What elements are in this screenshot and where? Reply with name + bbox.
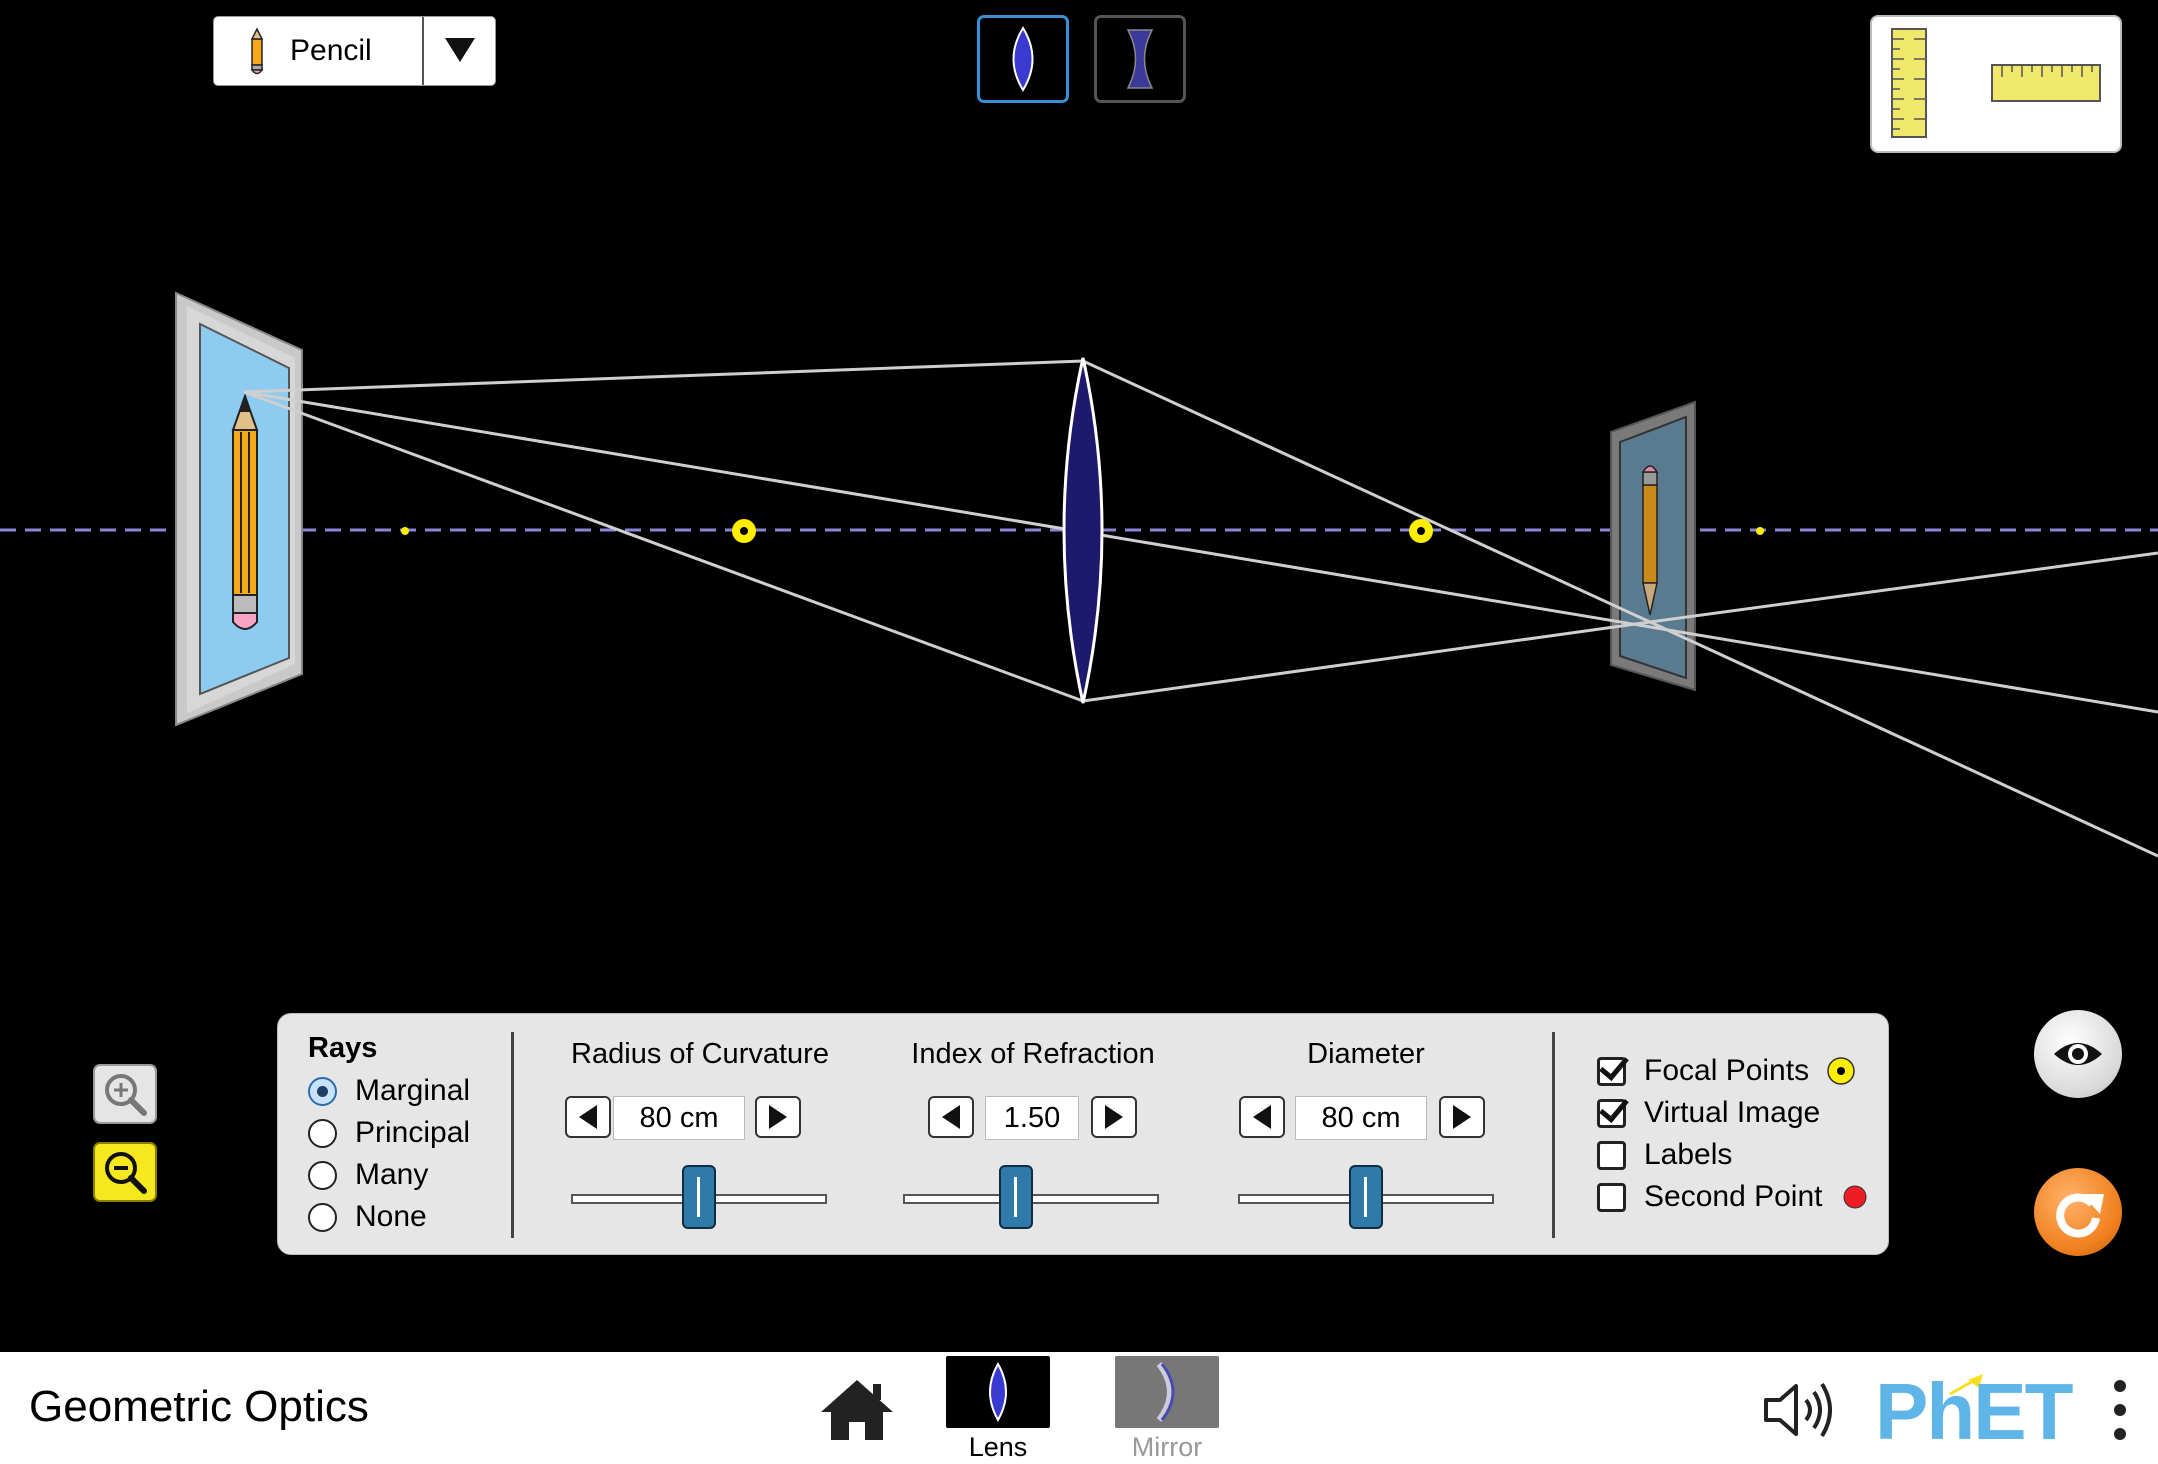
focal-points-toggle[interactable]: Focal Points [1597, 1054, 1857, 1088]
ray-option-marginal[interactable]: Marginal [308, 1074, 470, 1108]
tab-mirror[interactable] [1115, 1356, 1219, 1428]
right-arrow-icon [1105, 1105, 1123, 1129]
checkbox[interactable] [1597, 1098, 1626, 1128]
tab-lens[interactable] [946, 1356, 1050, 1428]
checkbox[interactable] [1597, 1140, 1626, 1170]
radius-value: 80 cm [613, 1096, 745, 1140]
eye-icon [2054, 1043, 2102, 1065]
brand-text: PhET [1875, 1367, 2073, 1456]
radius-control: Radius of Curvature 80 cm [555, 1014, 845, 1256]
check-label: Virtual Image [1644, 1096, 1821, 1129]
check-label: Focal Points [1644, 1054, 1810, 1087]
object-selector-label: Pencil [290, 34, 372, 67]
diameter-slider-thumb[interactable] [1349, 1165, 1383, 1229]
radio-button[interactable] [308, 1076, 337, 1106]
second-point-icon [1843, 1185, 1867, 1209]
diameter-control: Diameter 80 cm [1221, 1014, 1511, 1256]
radio-button[interactable] [308, 1160, 337, 1190]
optics-stage[interactable] [0, 0, 2158, 1352]
divider [1552, 1032, 1555, 1238]
index-increment-button[interactable] [1091, 1096, 1137, 1138]
zoom-out-button[interactable] [93, 1142, 157, 1202]
more-options-icon[interactable] [2110, 1376, 2130, 1446]
twice-focal-left [401, 527, 409, 535]
left-arrow-icon [942, 1105, 960, 1129]
right-arrow-icon [769, 1105, 787, 1129]
virtual-image-toggle[interactable]: Virtual Image [1597, 1096, 1820, 1130]
convex-lens-icon [1012, 26, 1034, 92]
eye-button[interactable] [2034, 1010, 2122, 1098]
control-panel: Rays Marginal Principal Many None Radius… [277, 1013, 1889, 1255]
divider [511, 1032, 514, 1238]
chevron-down-icon[interactable] [422, 17, 495, 85]
horizontal-ruler-icon[interactable] [1990, 63, 2104, 105]
check-label: Second Point [1644, 1180, 1823, 1213]
focal-point-right[interactable] [1409, 519, 1433, 543]
pencil-icon [250, 27, 264, 75]
radio-button[interactable] [308, 1118, 337, 1148]
ray-option-label: Marginal [355, 1074, 471, 1107]
left-arrow-icon [1253, 1105, 1271, 1129]
right-arrow-icon [1453, 1105, 1471, 1129]
index-value: 1.50 [985, 1096, 1079, 1140]
phet-logo[interactable]: PhET [1875, 1372, 2095, 1452]
twice-focal-right [1756, 527, 1764, 535]
reset-button[interactable] [2034, 1168, 2122, 1256]
lens-tab-icon [989, 1361, 1007, 1423]
light-rays [243, 359, 2158, 858]
ray-option-label: Principal [355, 1116, 471, 1149]
home-icon[interactable] [819, 1378, 895, 1442]
navigation-bar: Geometric Optics Lens Mirror PhET [0, 1352, 2158, 1464]
zoom-in-icon [105, 1074, 147, 1116]
ray-option-none[interactable]: None [308, 1200, 427, 1234]
focal-point-left[interactable] [732, 519, 756, 543]
tab-lens-label: Lens [968, 1432, 1028, 1462]
convex-lens[interactable] [1062, 357, 1104, 704]
ray-option-principal[interactable]: Principal [308, 1116, 470, 1150]
vertical-ruler-icon[interactable] [1890, 27, 1930, 141]
radius-decrement-button[interactable] [565, 1096, 611, 1138]
ray-option-label: Many [355, 1158, 429, 1191]
sim-title: Geometric Optics [29, 1382, 369, 1431]
left-arrow-icon [579, 1105, 597, 1129]
index-decrement-button[interactable] [928, 1096, 974, 1138]
index-title: Index of Refraction [911, 1038, 1155, 1070]
radius-slider-thumb[interactable] [682, 1165, 716, 1229]
tab-mirror-label: Mirror [1131, 1432, 1203, 1462]
diameter-title: Diameter [1307, 1038, 1425, 1070]
ruler-toolbox[interactable] [1870, 15, 2122, 153]
ray-option-label: None [355, 1200, 427, 1233]
focal-point-icon [1827, 1057, 1855, 1085]
radio-button[interactable] [308, 1202, 337, 1232]
second-point-toggle[interactable]: Second Point [1597, 1180, 1868, 1214]
ray-option-many[interactable]: Many [308, 1158, 428, 1192]
zoom-in-button[interactable] [93, 1064, 157, 1124]
reset-icon [2056, 1193, 2104, 1238]
sound-icon[interactable] [1762, 1378, 1840, 1442]
radius-increment-button[interactable] [755, 1096, 801, 1138]
convex-lens-button[interactable] [977, 15, 1069, 103]
index-control: Index of Refraction 1.50 [888, 1014, 1178, 1256]
mirror-tab-icon [1156, 1362, 1175, 1422]
pencil-image-icon [1641, 465, 1659, 616]
radius-title: Radius of Curvature [571, 1038, 829, 1070]
check-label: Labels [1644, 1138, 1733, 1171]
object-selector[interactable]: Pencil [213, 16, 496, 86]
image-frame [1610, 400, 1696, 692]
diameter-increment-button[interactable] [1439, 1096, 1485, 1138]
index-slider-thumb[interactable] [999, 1165, 1033, 1229]
concave-lens-button[interactable] [1094, 15, 1186, 103]
pencil-object-icon [231, 392, 259, 630]
concave-lens-icon [1126, 29, 1154, 89]
rays-title: Rays [308, 1032, 378, 1064]
labels-toggle[interactable]: Labels [1597, 1138, 1732, 1172]
object-frame[interactable] [175, 291, 303, 727]
checkbox[interactable] [1597, 1056, 1626, 1086]
diameter-value: 80 cm [1295, 1096, 1427, 1140]
checkbox[interactable] [1597, 1182, 1626, 1212]
zoom-out-icon [105, 1152, 147, 1194]
diameter-decrement-button[interactable] [1239, 1096, 1285, 1138]
